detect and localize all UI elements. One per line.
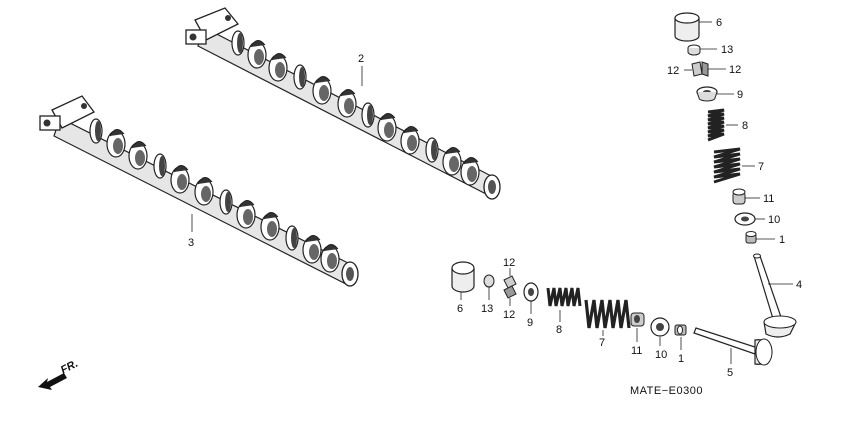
label-bottom-guide: 1 — [678, 353, 684, 365]
inner-spring-bottom — [546, 287, 582, 322]
shim-bottom — [483, 274, 495, 300]
lifter-bottom — [451, 261, 475, 300]
seal-bottom — [630, 312, 645, 342]
seat-top — [734, 212, 765, 226]
shim-top — [687, 44, 717, 56]
valve-4 — [753, 253, 797, 338]
label-top-cotter-right: 12 — [729, 64, 741, 76]
label-top-seat: 10 — [768, 214, 780, 226]
seal-top — [732, 188, 760, 205]
label-bottom-seat: 10 — [655, 349, 667, 361]
label-bottom-inner-spring: 8 — [556, 324, 562, 336]
label-bottom-seal: 11 — [631, 345, 642, 357]
guide-bottom — [674, 324, 687, 350]
label-bottom-cotter-top: 12 — [503, 257, 515, 269]
valve-stack-top — [674, 12, 797, 338]
label-camshaft-upper: 2 — [358, 53, 364, 65]
front-direction-label: FR. — [59, 358, 80, 377]
retainer-top — [696, 86, 734, 102]
label-bottom-lifter: 6 — [457, 303, 463, 315]
camshaft-upper — [185, 7, 501, 200]
label-valve-4: 4 — [796, 279, 802, 291]
label-bottom-shim: 13 — [481, 303, 493, 315]
label-top-guide: 1 — [779, 234, 785, 246]
label-top-lifter: 6 — [716, 17, 722, 29]
label-top-shim: 13 — [721, 44, 733, 56]
valve-5 — [693, 327, 773, 366]
outer-spring-bottom — [584, 299, 631, 336]
cotters-top — [684, 61, 726, 77]
diagram-code: MATE−E0300 — [630, 385, 703, 397]
label-top-outer-spring: 7 — [758, 161, 764, 173]
label-camshaft-lower: 3 — [188, 237, 194, 249]
label-valve-5: 5 — [727, 367, 733, 379]
label-top-retainer: 9 — [737, 89, 743, 101]
camshaft-lower — [39, 95, 359, 287]
label-bottom-retainer: 9 — [527, 317, 533, 329]
lifter-top — [674, 12, 712, 42]
front-direction-arrow — [38, 373, 67, 390]
label-bottom-cotter-bottom: 12 — [503, 309, 515, 321]
guide-top — [745, 231, 775, 244]
seat-bottom — [650, 317, 670, 346]
cotters-bottom — [503, 268, 517, 306]
label-top-seal: 11 — [763, 193, 774, 205]
label-top-inner-spring: 8 — [742, 120, 748, 132]
valve-stack-bottom — [451, 261, 773, 366]
inner-spring-top — [707, 108, 738, 142]
retainer-bottom — [523, 282, 539, 314]
label-top-cotter-left: 12 — [667, 65, 679, 77]
label-bottom-outer-spring: 7 — [599, 337, 605, 349]
outer-spring-top — [713, 147, 755, 184]
